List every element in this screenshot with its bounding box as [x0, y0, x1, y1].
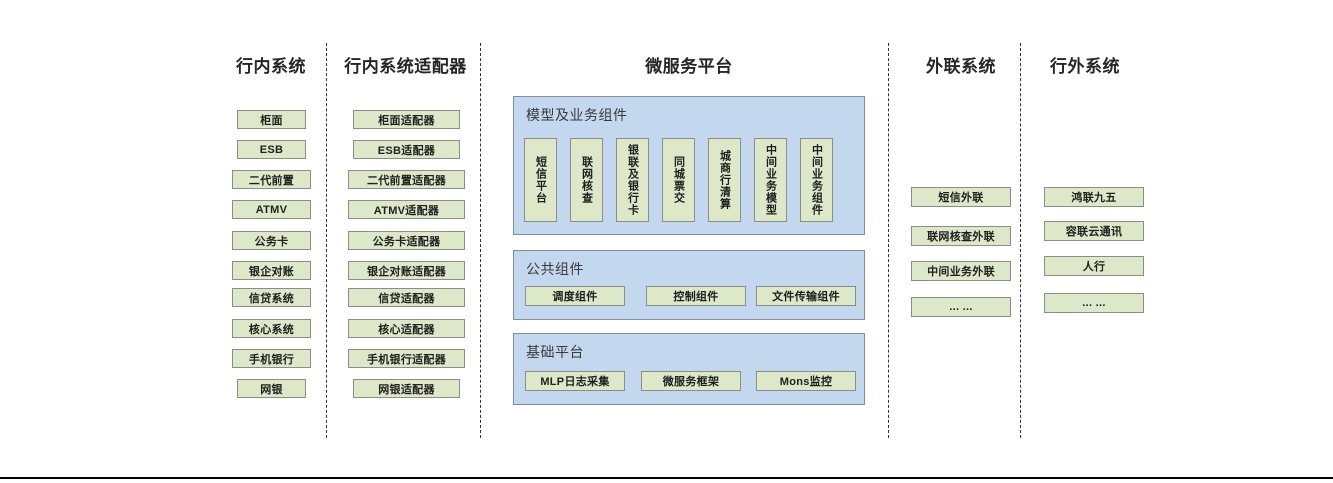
column-header-outside-bank-systems: 行外系统: [1050, 57, 1120, 76]
node-internal-system[interactable]: 核心系统: [232, 319, 311, 338]
node-internal-adapter[interactable]: 二代前置适配器: [348, 170, 465, 189]
node-internal-adapter[interactable]: 柜面适配器: [353, 110, 460, 129]
node-common-component[interactable]: 文件传输组件: [756, 286, 856, 306]
node-common-component[interactable]: 控制组件: [646, 286, 746, 306]
node-internal-system[interactable]: 公务卡: [232, 231, 311, 250]
panel-base-platform: 基础平台: [513, 333, 865, 405]
node-internal-adapter[interactable]: 信贷适配器: [348, 288, 465, 307]
node-external-link-system[interactable]: 中间业务外联: [911, 261, 1011, 281]
node-internal-adapter[interactable]: 网银适配器: [353, 379, 460, 398]
node-business-component[interactable]: 中间业务组件: [800, 138, 833, 222]
node-internal-adapter[interactable]: 手机银行适配器: [348, 349, 465, 368]
node-internal-system[interactable]: 信贷系统: [232, 288, 311, 307]
node-internal-adapter[interactable]: ATMV适配器: [348, 200, 465, 219]
node-base-platform-component[interactable]: Mons监控: [756, 371, 856, 391]
node-internal-adapter[interactable]: 核心适配器: [348, 319, 465, 338]
column-header-internal-adapters: 行内系统适配器: [344, 57, 467, 76]
panel-title-model-business-components: 模型及业务组件: [526, 107, 628, 123]
node-internal-adapter[interactable]: 银企对账适配器: [348, 261, 465, 280]
node-internal-system[interactable]: 二代前置: [232, 170, 311, 189]
node-internal-system[interactable]: ESB: [237, 140, 306, 159]
divider-2: [480, 43, 481, 438]
bottom-divider: [0, 477, 1333, 479]
panel-title-base-platform: 基础平台: [526, 344, 584, 360]
divider-3: [888, 43, 889, 438]
node-external-link-system[interactable]: 短信外联: [911, 187, 1011, 207]
node-internal-adapter[interactable]: 公务卡适配器: [348, 231, 465, 250]
node-outside-bank-system[interactable]: 鸿联九五: [1044, 187, 1144, 207]
node-internal-system[interactable]: 手机银行: [232, 349, 311, 368]
node-business-component[interactable]: 短信平台: [524, 138, 557, 222]
node-external-link-system[interactable]: 联网核查外联: [911, 226, 1011, 246]
panel-common-components: 公共组件: [513, 250, 865, 320]
node-internal-system[interactable]: 网银: [237, 379, 306, 398]
node-outside-bank-system[interactable]: 容联云通讯: [1044, 221, 1144, 241]
node-external-link-system[interactable]: ... ...: [911, 297, 1011, 317]
node-business-component[interactable]: 同城票交: [662, 138, 695, 222]
column-header-external-link-systems: 外联系统: [926, 57, 996, 76]
node-business-component[interactable]: 中间业务模型: [754, 138, 787, 222]
panel-title-common-components: 公共组件: [526, 261, 584, 277]
node-outside-bank-system[interactable]: 人行: [1044, 256, 1144, 276]
divider-4: [1020, 43, 1021, 438]
node-business-component[interactable]: 城商行清算: [708, 138, 741, 222]
node-business-component[interactable]: 银联及银行卡: [616, 138, 649, 222]
divider-1: [326, 43, 327, 438]
node-base-platform-component[interactable]: MLP日志采集: [525, 371, 625, 391]
column-header-internal-systems: 行内系统: [236, 57, 306, 76]
node-base-platform-component[interactable]: 微服务框架: [641, 371, 741, 391]
column-header-microservice-platform: 微服务平台: [645, 57, 733, 76]
node-internal-system[interactable]: ATMV: [232, 200, 311, 219]
node-internal-adapter[interactable]: ESB适配器: [353, 140, 460, 159]
node-common-component[interactable]: 调度组件: [525, 286, 625, 306]
node-business-component[interactable]: 联网核查: [570, 138, 603, 222]
node-outside-bank-system[interactable]: ... ...: [1044, 293, 1144, 313]
node-internal-system[interactable]: 柜面: [237, 110, 306, 129]
node-internal-system[interactable]: 银企对账: [232, 261, 311, 280]
